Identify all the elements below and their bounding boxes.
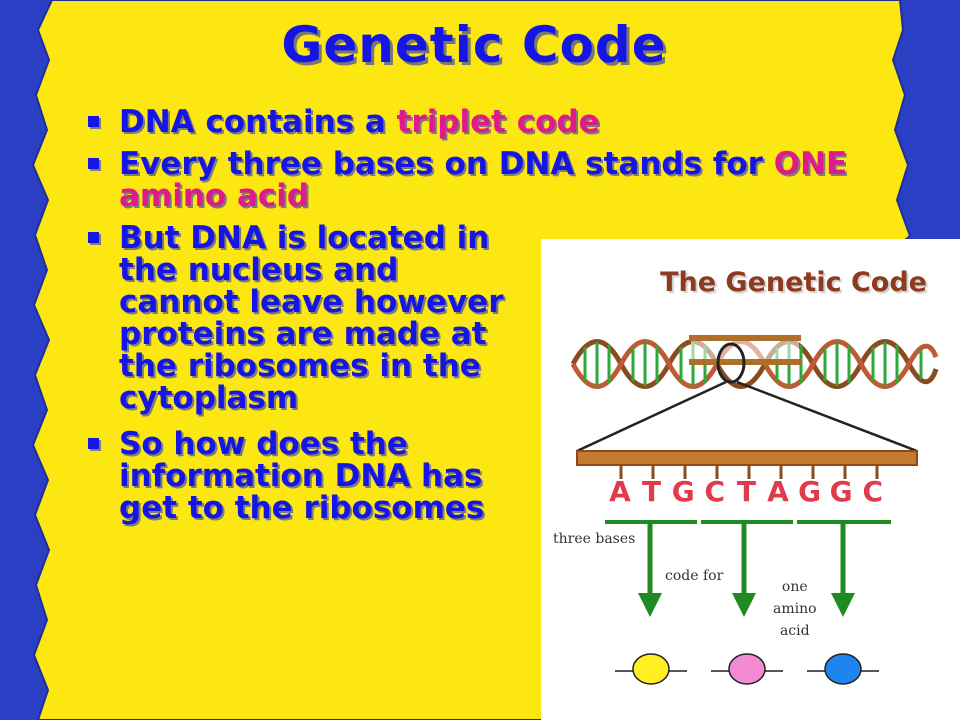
amino-acid-yellow [632, 653, 670, 685]
amino-acids [615, 653, 879, 685]
genetic-code-figure: The Genetic Code [541, 239, 960, 720]
square-bullet-icon [88, 116, 99, 127]
base-letter: G [671, 475, 695, 508]
base-letter: A [609, 475, 631, 508]
bullet-highlight: triplet code [396, 104, 600, 140]
bullet-item: DNA contains a triplet code [86, 106, 879, 138]
amino-acid-pink [728, 653, 766, 685]
base-ticks [619, 465, 879, 479]
base-letter: G [829, 475, 853, 508]
zoom-lines [576, 380, 918, 453]
base-letter: A [767, 475, 789, 508]
slide-title: Genetic Code [281, 16, 667, 74]
base-letter: C [862, 475, 884, 508]
bullet-text: But DNA is located in the nucleus and ca… [119, 220, 504, 416]
dna-helix-icon [570, 335, 939, 389]
bullet-list: DNA contains a triplet code Every three … [86, 106, 879, 524]
dna-diagram [570, 335, 939, 685]
bullet-text: Every three bases on DNA stands for [119, 146, 774, 182]
dna-strand-bar [576, 450, 918, 466]
bullet-text: DNA contains a [119, 104, 397, 140]
bullet-item: Every three bases on DNA stands for ONE … [86, 148, 879, 212]
label-code-for: code for [665, 568, 724, 584]
bullet-item: So how does the information DNA has get … [86, 428, 519, 524]
bullet-text: So how does the information DNA has get … [119, 426, 485, 526]
square-bullet-icon [88, 158, 99, 169]
figure-title: The Genetic Code [660, 267, 927, 298]
base-letter: T [736, 475, 756, 508]
triplet-arrows [605, 520, 891, 617]
label-one-amino-acid: one amino acid [773, 579, 817, 639]
bullet-highlight: ONE amino acid [119, 146, 848, 214]
amino-acid-blue [824, 653, 862, 685]
square-bullet-icon [88, 232, 99, 243]
zoom-circle [716, 342, 746, 384]
base-letter: G [798, 475, 822, 508]
label-three-bases: three bases [553, 531, 636, 547]
square-bullet-icon [88, 438, 99, 449]
base-letter: T [642, 475, 662, 508]
base-letter: C [704, 475, 726, 508]
bullet-item: But DNA is located in the nucleus and ca… [86, 222, 519, 414]
